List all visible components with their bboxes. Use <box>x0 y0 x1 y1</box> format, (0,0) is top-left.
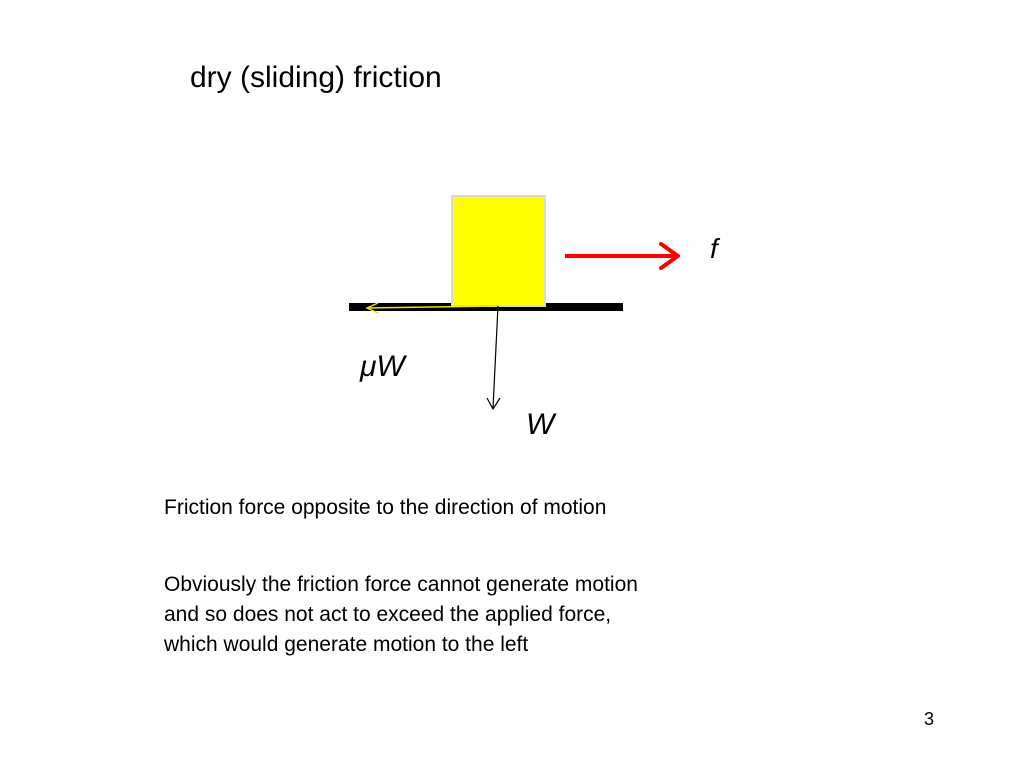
page-number: 3 <box>924 709 935 729</box>
friction-force-label: μW <box>359 350 407 383</box>
weight-arrow <box>486 305 501 411</box>
explanation-line: and so does not act to exceed the applie… <box>164 603 612 626</box>
sliding-block <box>451 195 546 307</box>
explanation-line: Obviously the friction force cannot gene… <box>164 573 638 596</box>
explanation-text: Obviously the friction force cannot gene… <box>164 570 638 660</box>
friction-force-arrow <box>365 302 499 314</box>
weight-label: W <box>526 408 557 441</box>
slide-title: dry (sliding) friction <box>190 61 442 94</box>
caption-text: Friction force opposite to the direction… <box>164 496 607 519</box>
applied-force-label: f <box>710 233 721 264</box>
explanation-line: which would generate motion to the left <box>164 633 529 656</box>
applied-force-arrow <box>565 242 680 270</box>
